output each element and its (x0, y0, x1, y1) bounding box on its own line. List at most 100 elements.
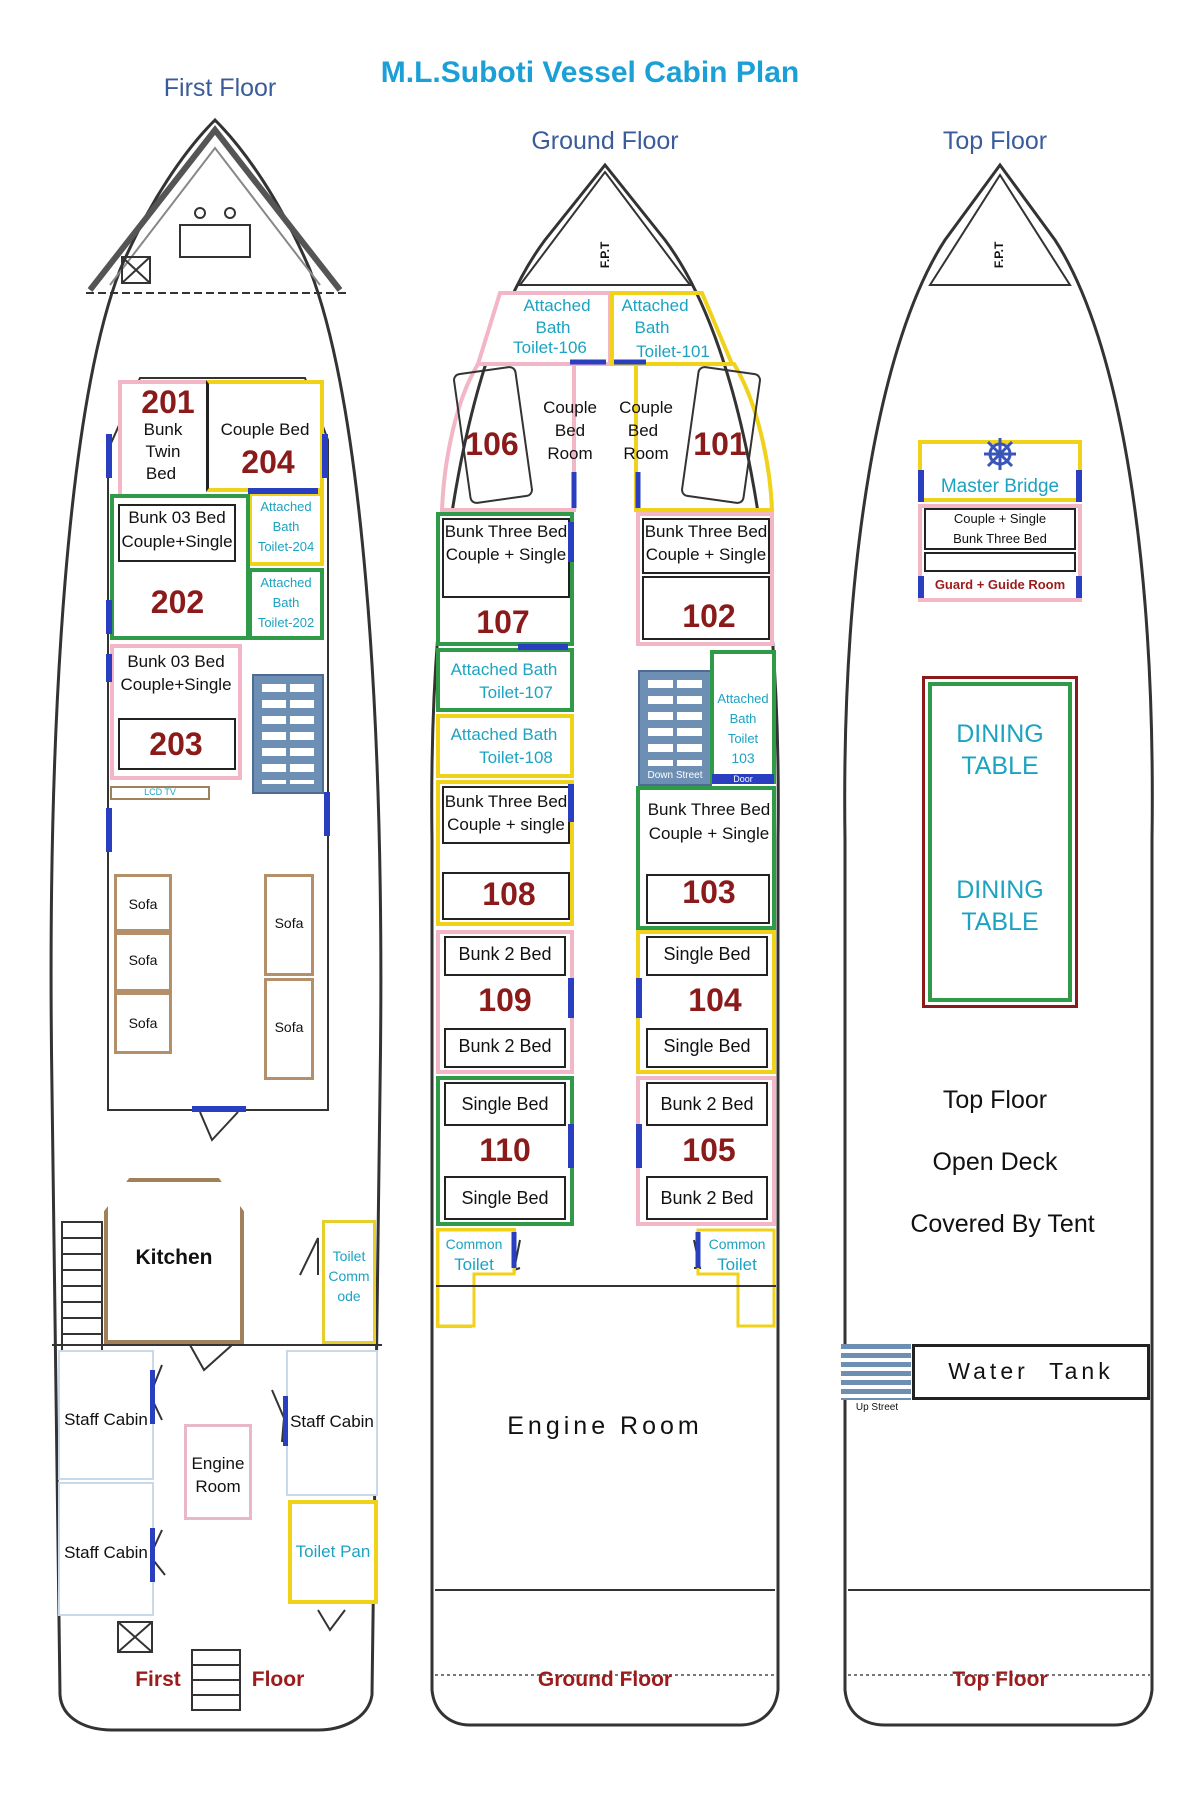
first-floor-footer-b: Floor (251, 1668, 305, 1691)
cabin-104-line2: Single Bed (663, 1036, 751, 1056)
guard-room-line1: Couple + Single (953, 511, 1047, 526)
bath-103-door[interactable] (712, 774, 774, 784)
ship-wheel-icon (982, 436, 1018, 472)
bath-107-line1: Attached Bath (450, 660, 558, 679)
cabin-109-line1: Bunk 2 Bed (458, 944, 552, 964)
cabin-201-line2: Twin (145, 442, 181, 461)
window-mark (106, 434, 112, 478)
bollard-icon (194, 207, 206, 219)
first-floor-bow-inner (109, 146, 321, 286)
cabin-106-line2: Bed (554, 421, 586, 440)
up-street-ladder (841, 1344, 911, 1400)
staff-cabin-2-door[interactable] (150, 1528, 155, 1582)
first-floor-engine-room[interactable] (184, 1424, 252, 1520)
cabin-102-bunk (642, 518, 770, 574)
ground-floor-fpt (517, 170, 693, 286)
staff-cabin-1-label: Staff Cabin (64, 1410, 148, 1429)
first-floor-engine-room-line2: Room (195, 1477, 241, 1496)
bath-204-line1: Attached (260, 499, 312, 514)
bollard-icon (224, 207, 236, 219)
cabin-104-bed2 (646, 1028, 768, 1068)
cabin-102-line1: Bunk Three Bed (644, 522, 768, 541)
stern-hatch-icon (117, 1621, 153, 1653)
window-mark (518, 644, 568, 650)
plan-title: M.L.Suboti Vessel Cabin Plan (380, 56, 800, 89)
top-floor-header: Top Floor (942, 127, 1048, 155)
anchor-winch-icon (179, 224, 251, 258)
water-tank[interactable] (912, 1344, 1150, 1400)
bath-204-line2: Bath (272, 519, 300, 534)
cabin-107-line1: Bunk Three Bed (444, 522, 568, 541)
bath-202[interactable] (248, 568, 324, 640)
common-toilet-left-line1: Common (445, 1236, 503, 1252)
staff-cabin-1[interactable] (58, 1350, 154, 1480)
cabin-105-bed2 (646, 1176, 768, 1220)
ground-floor-footer: Ground Floor (537, 1668, 673, 1691)
dining-area[interactable] (922, 676, 1078, 1008)
cabin-202-line1: Bunk 03 Bed (128, 508, 226, 527)
bath-107[interactable] (436, 648, 574, 712)
bath-108[interactable] (436, 714, 574, 778)
window-mark (636, 978, 642, 1018)
lounge-door[interactable] (192, 1106, 246, 1112)
cabin-201-line3: Bed (145, 464, 177, 483)
cabin-203-bed (118, 718, 236, 770)
sofa-label: Sofa (274, 1019, 304, 1035)
cabin-102-bed (642, 576, 770, 640)
bath-204[interactable] (248, 492, 324, 566)
toilet-commode[interactable] (322, 1220, 376, 1344)
top-floor-fpt (928, 173, 1072, 286)
bath-106-line2: Bath (535, 318, 571, 337)
staff-cabin-2[interactable] (58, 1482, 154, 1616)
staff-cabin-3[interactable] (286, 1350, 378, 1496)
lcd-tv-label: LCD TV (144, 787, 176, 797)
cabin-105-line2: Bunk 2 Bed (660, 1188, 754, 1208)
bath-101-line1: Attached (621, 296, 689, 315)
bath-103-line1: Attached (717, 691, 769, 706)
common-toilet-left-line2: Toilet (454, 1255, 494, 1274)
cabin-106-number: 106 (465, 426, 519, 462)
top-floor-hull (843, 162, 1154, 1727)
cabin-108-line1: Bunk Three Bed (444, 792, 568, 811)
guard-room-bunk (924, 508, 1076, 550)
cabin-103-bed (646, 874, 770, 924)
cabin-105-number: 105 (682, 1132, 736, 1168)
top-floor-footer: Top Floor (952, 1668, 1048, 1691)
staff-cabin-3-label: Staff Cabin (290, 1412, 374, 1431)
cabin-103-line1: Bunk Three Bed (647, 800, 771, 819)
dining-table-2-line2: TABLE (961, 908, 1039, 936)
cabin-106-line1: Couple (543, 398, 597, 417)
bath-103-line3: Toilet (727, 731, 759, 746)
master-bridge-label: Master Bridge (940, 476, 1060, 497)
window-mark (568, 978, 574, 1018)
staff-cabin-3-door[interactable] (283, 1396, 288, 1446)
dining-table-1-line2: TABLE (961, 752, 1039, 780)
cabin-107-bunk (442, 518, 570, 598)
window-mark (322, 434, 328, 478)
window-mark (248, 488, 318, 494)
open-deck-line1: Top Floor (942, 1086, 1048, 1114)
toilet-commode-line1: Toilet (332, 1248, 366, 1264)
kitchen[interactable] (104, 1178, 244, 1344)
cabin-110-line1: Single Bed (461, 1094, 549, 1114)
water-tank-label: Water Tank (948, 1358, 1114, 1384)
cabin-101-number: 101 (693, 426, 747, 462)
staff-cabin-1-door[interactable] (150, 1370, 155, 1424)
cabin-204-number: 204 (241, 444, 295, 480)
cabin-109-line2: Bunk 2 Bed (458, 1036, 552, 1056)
sofa-right-2 (264, 978, 314, 1080)
window-mark (568, 784, 574, 822)
window-mark (324, 792, 330, 836)
cabin-109-bed2 (444, 1028, 566, 1068)
down-street-ladder (638, 670, 712, 786)
kitchen-label: Kitchen (135, 1246, 213, 1269)
sofa-left-3 (114, 992, 172, 1054)
bath-101-line2: Bath (634, 318, 670, 337)
toilet-commode-line2: Comm (328, 1268, 370, 1284)
lcd-tv (110, 786, 210, 800)
cabin-203-number: 203 (149, 726, 203, 762)
bath-202-line2: Bath (272, 595, 300, 610)
toilet-pan[interactable] (288, 1500, 378, 1604)
sofa-left-2 (114, 932, 172, 992)
